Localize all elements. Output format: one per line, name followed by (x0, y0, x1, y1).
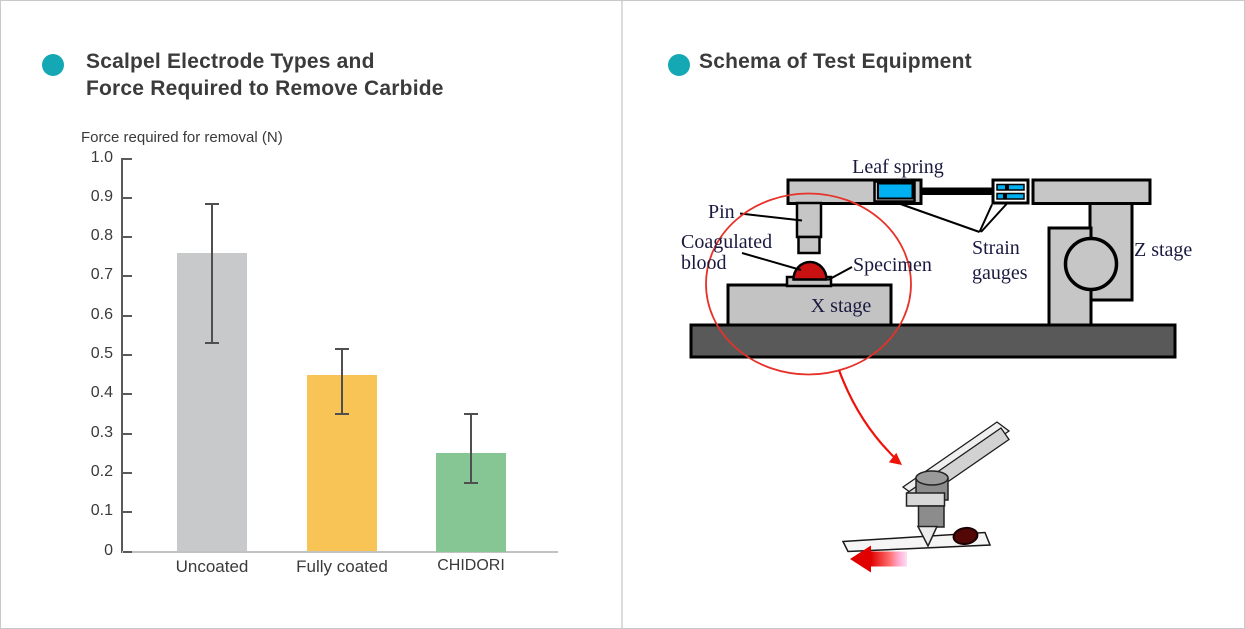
pin-leader-line (739, 212, 803, 222)
y-tick-mark (123, 393, 132, 396)
y-tick-mark (123, 236, 132, 239)
label-gauges: gauges (972, 262, 1028, 284)
x-category-label: Uncoated (175, 557, 249, 576)
left-panel-title: Scalpel Electrode Types and Force Requir… (86, 48, 444, 102)
y-tick-label: 1.0 (90, 148, 113, 166)
strain-leader-line-arm (898, 202, 980, 233)
detail-annotation-circle (705, 192, 912, 376)
right-title-bullet-icon (668, 54, 690, 76)
error-bar-cap-top (205, 202, 219, 205)
x-stage-block (726, 283, 893, 328)
detail-blood-blob (952, 526, 979, 546)
left-title-line1: Scalpel Electrode Types and (86, 50, 375, 73)
label-x-stage: X stage (811, 295, 872, 317)
connecting-rod (921, 187, 994, 195)
panel-divider (621, 1, 623, 628)
y-tick-mark (123, 157, 132, 160)
y-tick-mark (123, 354, 132, 356)
z-stage-top-bar (1031, 178, 1152, 205)
z-stage-joint-circle (1063, 236, 1119, 292)
y-tick-mark (123, 196, 132, 199)
y-axis-line (121, 158, 123, 553)
error-bar-line (470, 413, 472, 483)
error-bar-line (341, 349, 343, 414)
y-tick-label: 0 (104, 541, 113, 559)
y-tick-label: 0.3 (90, 423, 113, 441)
test-equipment-diagram: Leaf spring Pin Coagulated blood Specime… (681, 156, 1192, 573)
y-tick-mark (123, 550, 132, 553)
detail-motion-arrowhead (850, 545, 871, 573)
y-tick-mark (123, 314, 132, 317)
left-title-bullet-icon (42, 54, 64, 76)
y-tick-mark (123, 432, 132, 435)
y-tick-label: 0.5 (90, 345, 113, 362)
error-bar-cap-bottom (464, 481, 478, 484)
strain-leader-line-right (980, 202, 1008, 233)
y-tick-label: 0.8 (90, 227, 113, 245)
y-tick-label: 0.7 (90, 266, 113, 284)
leaf-spring-gauge-cyan (877, 182, 914, 200)
x-axis-line (122, 550, 558, 553)
error-bar-cap-top (464, 412, 478, 415)
gauge-notch-top (1005, 184, 1009, 191)
label-strain: Strain (972, 237, 1020, 259)
error-bar-line (211, 203, 213, 344)
y-tick-label: 0.2 (90, 462, 113, 480)
y-tick-mark (123, 471, 132, 474)
scrape-test-detail (841, 421, 1011, 573)
error-bar-cap-bottom (335, 412, 349, 415)
y-tick-mark (123, 275, 132, 278)
detail-lower-cylinder (917, 505, 945, 528)
strain-gauge-strip-bottom (996, 192, 1025, 200)
strain-leader-line-left (978, 204, 993, 233)
error-bar-cap-top (335, 348, 349, 351)
detail-cone-tip (916, 525, 939, 548)
pin-tip (797, 235, 821, 255)
label-z-stage: Z stage (1134, 239, 1192, 261)
y-axis-title: Force required for removal (N) (81, 129, 283, 146)
specimen-leader-line (827, 266, 853, 281)
detail-collar (905, 492, 946, 507)
left-title-line2: Force Required to Remove Carbide (86, 77, 444, 100)
label-coagulated: Coagulated (681, 231, 772, 253)
x-category-label: Fully coated (296, 557, 388, 576)
coagulated-blood-dome (792, 260, 828, 281)
detail-annotation-arrow-line (837, 369, 896, 459)
x-category-label: CHIDORI (437, 557, 505, 574)
error-bar-cap-bottom (205, 342, 219, 345)
label-blood: blood (681, 252, 727, 274)
y-tick-mark (123, 511, 132, 514)
right-title-text: Schema of Test Equipment (699, 50, 972, 73)
y-tick-label: 0.9 (90, 187, 113, 205)
detail-annotation-arrowhead (888, 452, 902, 465)
right-panel-title: Schema of Test Equipment (699, 48, 972, 75)
gauge-notch-bottom (1003, 193, 1007, 200)
label-pin: Pin (708, 201, 735, 223)
y-tick-label: 0.1 (90, 502, 113, 520)
coagulated-leader-line (741, 252, 802, 271)
detail-motion-arrow-body (871, 551, 907, 567)
y-tick-label: 0.4 (90, 384, 113, 402)
y-tick-label: 0.6 (90, 305, 113, 323)
strain-gauge-strip-top (996, 183, 1025, 191)
label-specimen: Specimen (853, 254, 932, 276)
detail-cylinder-cap (915, 470, 949, 486)
base-bar (689, 323, 1177, 359)
label-leaf-spring: Leaf spring (852, 156, 944, 178)
